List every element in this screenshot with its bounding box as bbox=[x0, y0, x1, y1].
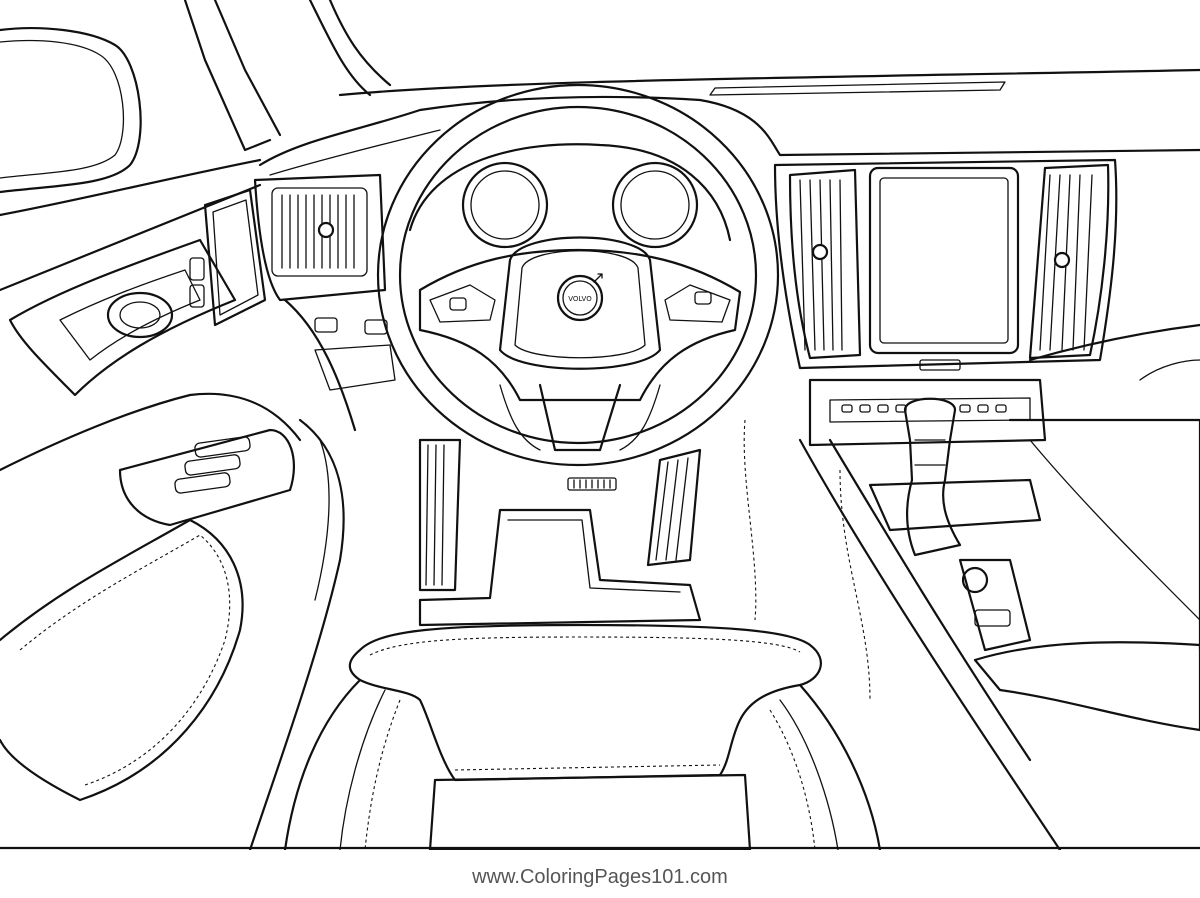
infotainment-screen bbox=[868, 166, 1020, 355]
car-interior-illustration: VOLVO bbox=[0, 0, 1200, 850]
floor-pedals bbox=[418, 419, 871, 701]
center-left-vent bbox=[799, 179, 843, 351]
steering-wheel: VOLVO bbox=[376, 83, 780, 491]
center-console bbox=[773, 158, 1200, 447]
driver-seat bbox=[283, 623, 882, 850]
left-air-vent bbox=[281, 194, 355, 269]
emblem-label: VOLVO bbox=[568, 295, 592, 303]
dashboard bbox=[253, 95, 1200, 432]
climate-buttons bbox=[841, 404, 1007, 413]
windshield-pillar bbox=[183, 0, 1200, 152]
center-tunnel bbox=[798, 418, 1200, 850]
side-mirror bbox=[0, 27, 142, 194]
watermark-text: www.ColoringPages101.com bbox=[472, 866, 728, 888]
volvo-emblem: VOLVO bbox=[556, 273, 604, 322]
gear-shifter bbox=[868, 397, 1042, 557]
door-panel bbox=[0, 158, 345, 850]
instrument-cluster bbox=[408, 143, 732, 249]
